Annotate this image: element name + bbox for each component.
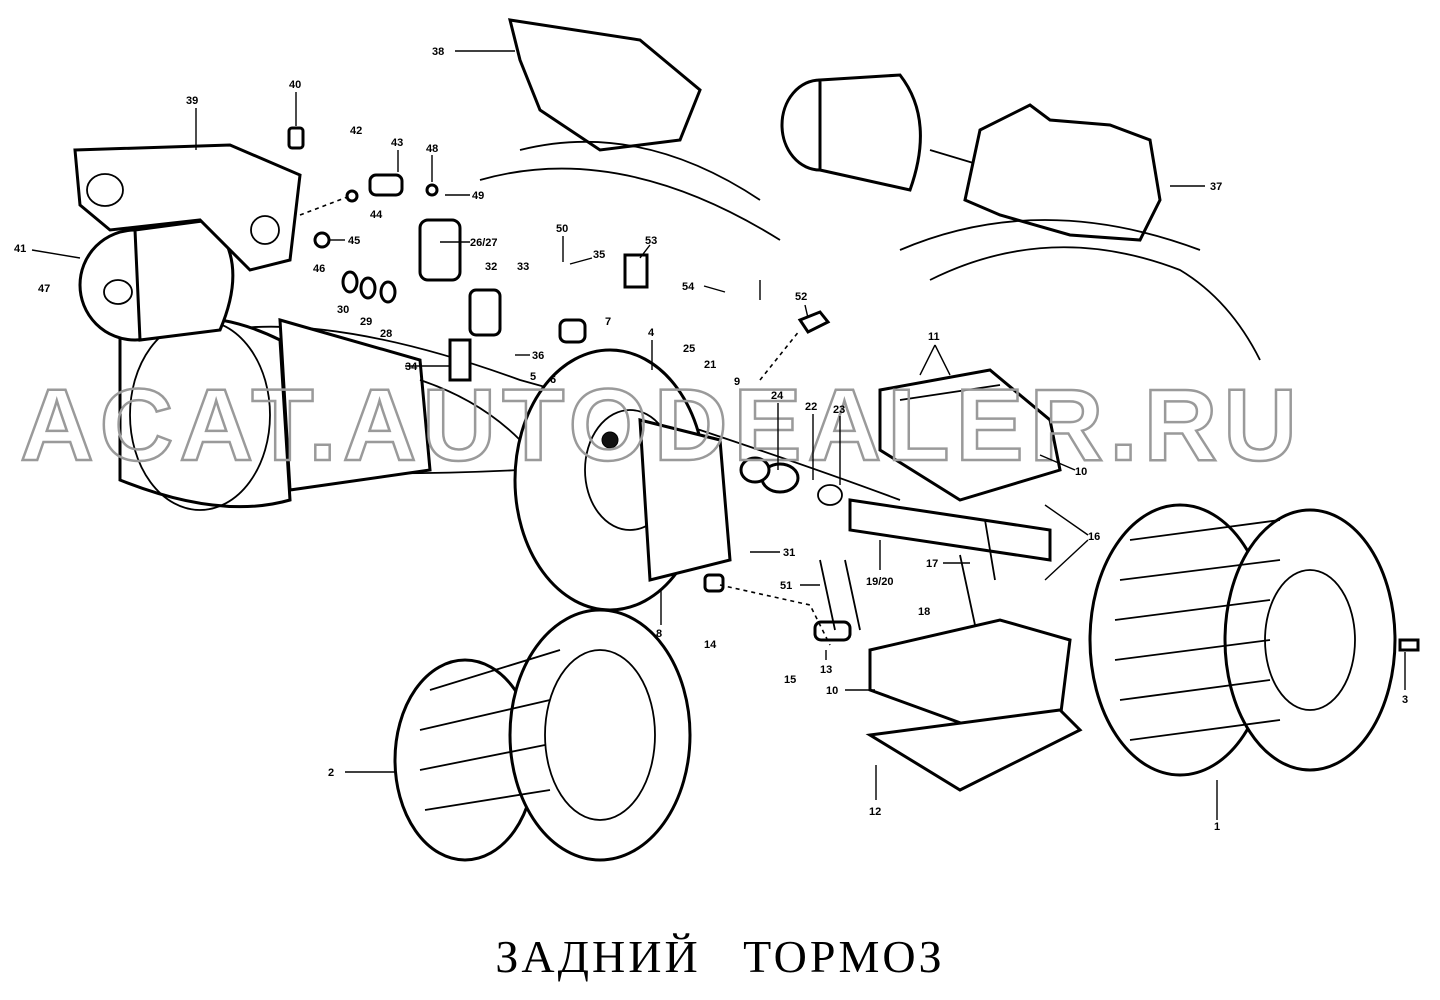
small-parts	[287, 126, 1420, 652]
callout-label: 13	[820, 664, 832, 676]
callout-label: 34	[405, 361, 418, 373]
callout-label: 24	[771, 390, 784, 402]
brake-shoe-upper	[878, 368, 1062, 502]
callout-label: 39	[186, 95, 198, 107]
callout-label: 26/27	[470, 237, 498, 249]
callout-label: 45	[348, 235, 360, 247]
callout-label: 54	[682, 281, 695, 293]
callout-label: 14	[704, 639, 717, 651]
callout-label: 48	[426, 143, 438, 155]
callout-label: 15	[784, 674, 796, 686]
callout-label: 43	[391, 137, 403, 149]
callout-label: 18	[918, 606, 930, 618]
callout-label: 21	[704, 359, 716, 371]
callout-label: 8	[656, 628, 662, 640]
axle-housing	[118, 315, 901, 511]
callout-label: 51	[780, 580, 792, 592]
callout-label: 10	[826, 685, 838, 697]
callout-label: 31	[783, 547, 795, 559]
callout-label: 52	[795, 291, 807, 303]
watermark-text: ACAT.AUTODEALER.RU	[20, 368, 1303, 482]
callout-layer: 1 2 3 4 5 6 7 8 9 10 10 11 12 13 14 15 1…	[14, 46, 1408, 833]
callout-label: 47	[38, 283, 50, 295]
callout-label: 22	[805, 401, 817, 413]
callout-label: 40	[289, 79, 301, 91]
callout-label: 12	[869, 806, 881, 818]
bracket-38	[479, 18, 781, 241]
brake-drum-right	[1088, 503, 1397, 777]
callout-label: 35	[593, 249, 605, 261]
callout-label: 28	[380, 328, 392, 340]
callout-label: 53	[645, 235, 657, 247]
bracket-37	[899, 103, 1261, 361]
callout-label: 37	[1210, 181, 1222, 193]
callout-label: 6	[550, 374, 556, 386]
assembly-line-right	[759, 329, 801, 381]
callout-label: 46	[313, 263, 325, 275]
callout-label: 49	[472, 190, 484, 202]
assembly-line-lower	[719, 584, 831, 646]
callout-label: 3	[1402, 694, 1408, 706]
brake-chamber-left	[78, 218, 235, 342]
callout-label: 19/20	[866, 576, 894, 588]
callout-label: 42	[350, 125, 362, 137]
brake-drum-left	[393, 608, 692, 862]
callout-label: 16	[1088, 531, 1100, 543]
callout-label: 4	[648, 327, 655, 339]
callout-label: 29	[360, 316, 372, 328]
callout-label: 5	[530, 371, 536, 383]
callout-label: 23	[833, 404, 845, 416]
callout-label: 7	[605, 316, 611, 328]
brake-chamber-right	[780, 73, 981, 192]
callout-label: 33	[517, 261, 529, 273]
callout-label: 38	[432, 46, 444, 58]
callout-label: 11	[928, 331, 940, 343]
callout-label: 41	[14, 243, 26, 255]
callout-label: 17	[926, 558, 938, 570]
camshaft	[739, 456, 1052, 562]
callout-label: 30	[337, 304, 349, 316]
callout-label: 2	[328, 767, 334, 779]
callout-label: 32	[485, 261, 497, 273]
diagram-title: ЗАДНИЙ ТОРМОЗ	[495, 931, 945, 982]
backing-plate	[513, 348, 732, 612]
callout-label: 25	[683, 343, 695, 355]
bracket-39	[73, 143, 302, 272]
callout-label: 44	[370, 209, 383, 221]
brake-shoe-lower	[865, 618, 1083, 792]
callout-label: 10	[1075, 466, 1087, 478]
assembly-line-top	[299, 195, 351, 216]
callout-label: 50	[556, 223, 568, 235]
callout-label: 1	[1214, 821, 1220, 833]
callout-label: 36	[532, 350, 544, 362]
callout-label: 9	[734, 376, 740, 388]
